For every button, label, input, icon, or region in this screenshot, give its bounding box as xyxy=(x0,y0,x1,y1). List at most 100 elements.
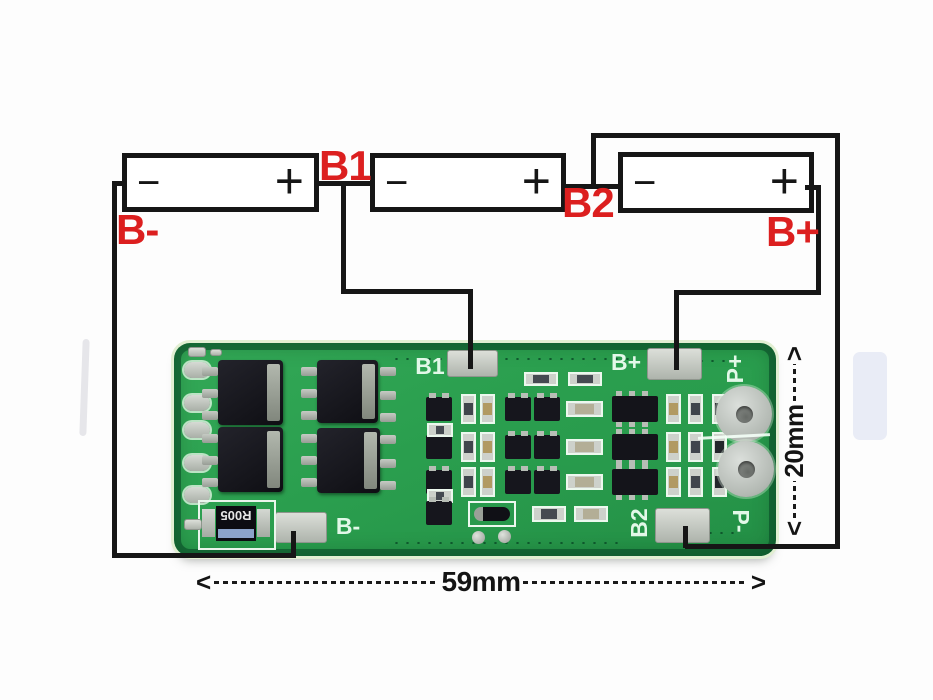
dim-width-left-arrow: < xyxy=(196,567,212,597)
corner-pad xyxy=(188,347,206,357)
smd-resistor xyxy=(461,394,476,424)
mosfet-lead xyxy=(202,411,218,420)
through-hole-pad xyxy=(184,395,210,411)
dim-width-dash-right xyxy=(523,580,748,584)
smd-resistor xyxy=(666,432,681,462)
mosfet-chip xyxy=(317,360,378,423)
shunt-resistor: R005 xyxy=(198,500,276,550)
battery-cell-1: − + xyxy=(122,153,319,212)
wire-b1-junction xyxy=(316,181,372,186)
via xyxy=(498,530,511,543)
pad-p-plus xyxy=(716,386,772,442)
dimension-width: < 59mm > xyxy=(196,566,766,598)
mosfet-metal-tab xyxy=(267,431,280,488)
silk-b2: B2 xyxy=(625,508,652,538)
wire-b2-to-pad xyxy=(683,526,688,548)
via-dots-top xyxy=(391,355,631,363)
mosfet-metal-tab xyxy=(362,364,375,419)
dim-height-label: 20mm xyxy=(778,404,809,478)
mosfet-lead xyxy=(301,389,317,398)
wire-bplus-to-pad xyxy=(674,290,679,370)
protection-ic xyxy=(612,391,658,427)
shunt-code-label: R005 xyxy=(220,508,252,523)
wire-bminus-to-pad xyxy=(291,531,296,556)
label-b-minus: B- xyxy=(116,206,159,253)
shunt-stripe xyxy=(218,529,254,538)
smd-resistor xyxy=(574,506,608,522)
mosfet-lead xyxy=(301,456,317,465)
smd-resistor xyxy=(461,467,476,497)
dim-width-right-arrow: > xyxy=(750,567,766,597)
smd-transistor xyxy=(505,393,531,421)
pad-b2 xyxy=(655,508,710,543)
smd-transistor xyxy=(505,431,531,459)
dim-height-dash-top xyxy=(792,364,796,402)
dimension-height: < 20mm > xyxy=(778,346,810,536)
mosfet-lead xyxy=(380,391,396,400)
via-dots-bottom xyxy=(391,539,626,547)
mosfet-lead xyxy=(301,478,317,487)
dim-width-label: 59mm xyxy=(441,566,521,597)
p-minus-hole xyxy=(738,461,755,478)
wire-b1-to-pad xyxy=(468,289,473,369)
mosfet-lead xyxy=(380,435,396,444)
smd-resistor xyxy=(480,394,495,424)
mosfet-chip xyxy=(218,360,283,425)
protection-ic xyxy=(612,464,658,500)
dim-width-dash-left xyxy=(214,580,439,584)
label-b-plus: B+ xyxy=(766,208,820,255)
p-plus-hole xyxy=(736,406,753,423)
dim-height-bottom-arrow: < xyxy=(779,520,809,536)
via-dots-right-top xyxy=(674,357,744,363)
pad-p-minus xyxy=(718,441,774,497)
mosfet-lead xyxy=(380,459,396,468)
smd-resistor xyxy=(568,372,602,386)
mosfet-chip xyxy=(218,427,283,492)
mosfet-lead xyxy=(301,434,317,443)
wire-b1-across xyxy=(341,289,473,294)
smd-resistor xyxy=(461,432,476,462)
smd-resistor xyxy=(566,439,603,455)
smd-resistor xyxy=(688,394,703,424)
mosfet-lead xyxy=(301,367,317,376)
mosfet-lead xyxy=(202,456,218,465)
smd-transistor xyxy=(505,466,531,494)
smd-transistor xyxy=(426,431,452,459)
smd-transistor xyxy=(426,393,452,421)
silk-p-minus: P- xyxy=(728,509,755,533)
mosfet-metal-tab xyxy=(267,364,280,421)
mosfet-lead xyxy=(380,481,396,490)
mosfet-metal-tab xyxy=(364,432,377,489)
silk-p-plus: P+ xyxy=(721,354,748,384)
smd-resistor xyxy=(666,394,681,424)
wire-bminus-down xyxy=(112,181,117,558)
wire-b2-right-down xyxy=(835,133,840,549)
mosfet-chip xyxy=(317,428,380,493)
shunt-cap-left xyxy=(202,509,215,537)
smd-resistor xyxy=(427,423,453,437)
wire-b2-up xyxy=(591,136,596,189)
smd-diode xyxy=(468,501,516,527)
mosfet-lead xyxy=(202,367,218,376)
smd-transistor xyxy=(426,497,452,525)
corner-pad xyxy=(210,349,222,356)
silk-b1: B1 xyxy=(415,352,445,379)
smd-resistor xyxy=(532,506,566,522)
silk-b-minus: B- xyxy=(335,512,361,539)
smd-resistor xyxy=(480,432,495,462)
smd-resistor xyxy=(566,474,603,490)
smd-transistor xyxy=(534,431,560,459)
smd-transistor xyxy=(534,393,560,421)
pad-b-minus xyxy=(275,512,327,543)
mosfet-lead xyxy=(202,434,218,443)
mosfet-lead xyxy=(380,413,396,422)
smd-resistor xyxy=(566,401,603,417)
silk-b-plus: B+ xyxy=(610,348,642,375)
battery-cell-2: − + xyxy=(370,153,566,212)
shunt-body: R005 xyxy=(216,506,256,541)
wire-b1-down xyxy=(341,184,346,294)
wire-bplus-down xyxy=(816,185,821,295)
wire-b2-top xyxy=(591,133,840,138)
via xyxy=(472,531,485,544)
